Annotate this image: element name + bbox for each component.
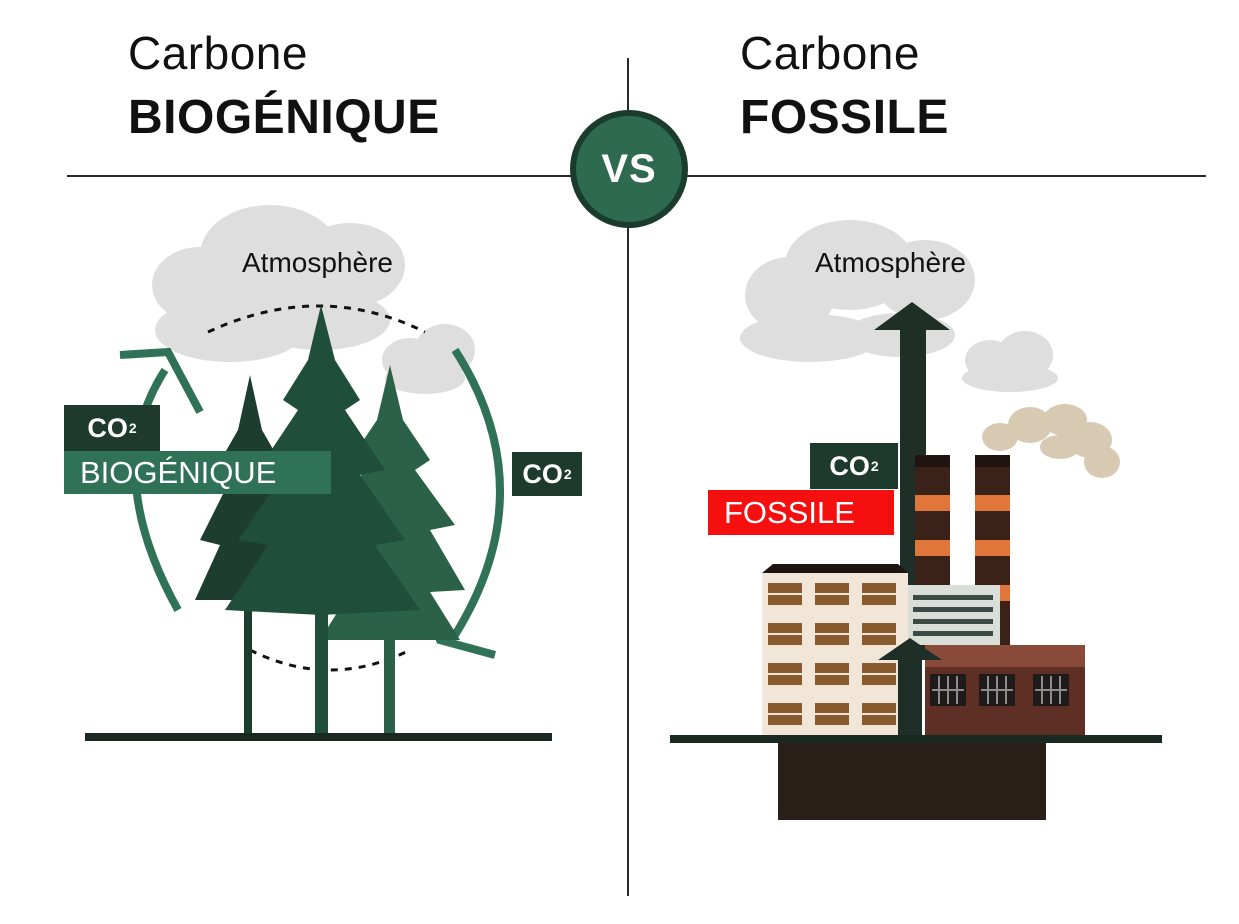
vs-badge: VS [576, 116, 682, 222]
right-cloud-large-icon [740, 220, 975, 362]
fossile-label: FOSSILE [708, 490, 894, 535]
right-ground [670, 735, 1162, 743]
left-cloud-large-icon [152, 205, 405, 362]
factory-gray-block-icon [905, 585, 1000, 645]
co2-text: CO [87, 412, 128, 443]
office-building-icon [762, 564, 908, 735]
left-title-line1: Carbone [128, 27, 308, 79]
left-ground [85, 733, 552, 741]
left-atmosphere-label: Atmosphère [242, 247, 393, 278]
co2-text: CO [829, 450, 870, 481]
dashed-cycle-top [207, 304, 426, 334]
fossil-emission-arrow-icon [874, 302, 950, 620]
left-title-line2: BIOGÉNIQUE [128, 91, 440, 144]
right-title-line2: FOSSILE [740, 91, 949, 144]
right-atmosphere-label: Atmosphère [815, 247, 966, 278]
right-title-line1: Carbone [740, 27, 920, 79]
co2-text: CO [522, 458, 563, 489]
co2-subscript: 2 [563, 466, 572, 482]
biogenique-label: BIOGÉNIQUE [64, 451, 331, 494]
ground-emission-arrow-icon [878, 638, 942, 742]
horizontal-divider-left [67, 175, 577, 177]
vertical-divider [627, 58, 629, 896]
factory-brown-building-icon [925, 645, 1085, 740]
right-cloud-small-icon [962, 331, 1058, 392]
co2-subscript: 2 [128, 420, 137, 436]
underground-block [778, 740, 1046, 820]
horizontal-divider-right [682, 175, 1206, 177]
smoke-icon [982, 404, 1120, 478]
co2-subscript: 2 [870, 458, 879, 474]
